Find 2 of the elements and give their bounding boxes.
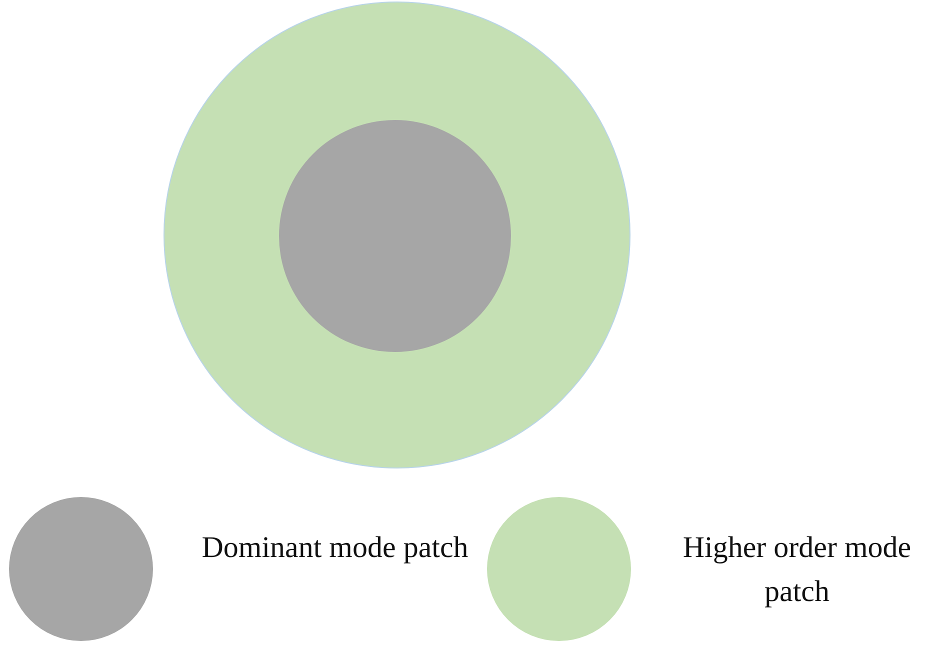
legend-label: Dominant mode patch [200,530,470,566]
legend-label: Higher order mode patch [682,530,912,610]
